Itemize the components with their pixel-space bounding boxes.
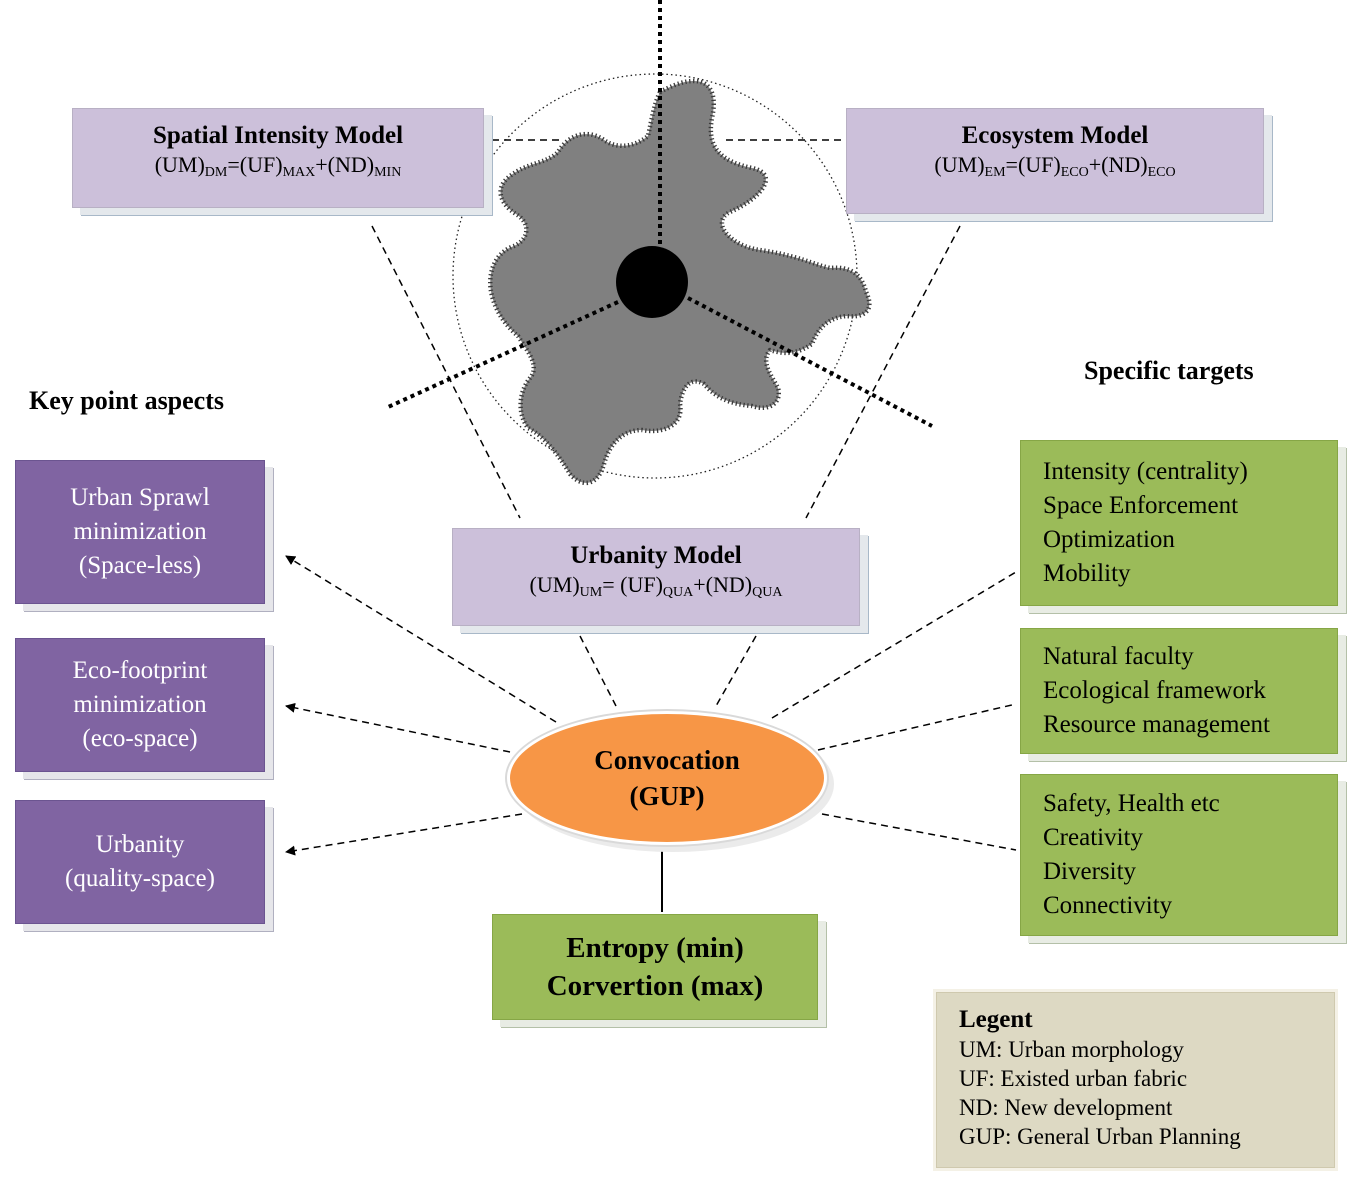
entropy-line: Entropy (min) <box>566 932 744 964</box>
legend-box: Legent UM: Urban morphology UF: Existed … <box>936 992 1335 1168</box>
target-line: Safety, Health etc <box>1043 790 1220 817</box>
legend-title: Legent <box>959 1006 1033 1033</box>
convocation-label: Convocation <box>594 745 740 775</box>
ecosystem-model-title: Ecosystem Model <box>961 122 1149 149</box>
link-spatial-urbanity <box>371 225 521 519</box>
target-line: Optimization <box>1043 526 1175 553</box>
aspect-urban-sprawl-box: Urban Sprawl minimization (Space-less) <box>15 460 265 604</box>
aspect-line: Eco-footprint <box>72 657 208 684</box>
key-points-heading: Key point aspects <box>29 386 224 415</box>
aspect-eco-footprint-box: Eco-footprint minimization (eco-space) <box>15 638 265 772</box>
target-line: Mobility <box>1043 560 1131 587</box>
target-intensity-box: Intensity (centrality) Space Enforcement… <box>1020 440 1338 606</box>
legend-item: ND: New development <box>959 1095 1173 1120</box>
urbanity-model-title: Urbanity Model <box>570 542 742 569</box>
link-urbanity-convocation-left <box>579 635 617 707</box>
spatial-intensity-formula: (UM)DM=(UF)MAX+(ND)MIN <box>154 152 402 180</box>
target-line: Ecological framework <box>1043 677 1266 704</box>
target-line: Intensity (centrality) <box>1043 458 1248 485</box>
spatial-intensity-model-box: Spatial Intensity Model (UM)DM=(UF)MAX+(… <box>72 108 484 208</box>
aspect-line: Urbanity <box>95 831 185 858</box>
target-quality-box: Safety, Health etc Creativity Diversity … <box>1020 774 1338 936</box>
spatial-intensity-model-title: Spatial Intensity Model <box>152 122 404 149</box>
city-core <box>616 246 688 318</box>
entropy-box: Entropy (min) Corvertion (max) <box>492 914 818 1020</box>
ecosystem-model-box: Ecosystem Model (UM)EM=(UF)ECO+(ND)ECO <box>846 108 1264 214</box>
aspect-urbanity-box: Urbanity (quality-space) <box>15 800 265 924</box>
legend-item: GUP: General Urban Planning <box>959 1124 1241 1149</box>
axis-west <box>385 300 619 410</box>
corvertion-line: Corvertion (max) <box>546 970 764 1002</box>
target-line: Connectivity <box>1043 892 1173 919</box>
arrow-to-urban-sprawl <box>285 555 557 723</box>
axis-east <box>687 296 933 428</box>
urbanity-model-box: Urbanity Model (UM)UM= (UF)QUA+(ND)QUA <box>452 528 860 626</box>
aspect-line: (Space-less) <box>78 552 202 579</box>
arrow-to-urbanity-aspect <box>285 813 523 856</box>
specific-targets-heading: Specific targets <box>1084 356 1254 385</box>
aspect-line: (eco-space) <box>82 725 198 752</box>
link-urbanity-convocation-right <box>715 635 757 707</box>
ecosystem-formula: (UM)EM=(UF)ECO+(ND)ECO <box>934 152 1176 180</box>
urbanity-formula: (UM)UM= (UF)QUA+(ND)QUA <box>529 572 783 600</box>
target-ecology-box: Natural faculty Ecological framework Res… <box>1020 628 1338 754</box>
target-line: Diversity <box>1043 858 1137 885</box>
arrow-to-eco-footprint <box>285 702 511 753</box>
link-to-target-2 <box>817 703 1017 751</box>
legend-item: UF: Existed urban fabric <box>959 1066 1188 1091</box>
legend-item: UM: Urban morphology <box>959 1037 1184 1062</box>
target-line: Creativity <box>1043 824 1143 851</box>
target-line: Natural faculty <box>1043 643 1194 670</box>
convocation-node: Convocation (GUP) <box>510 714 824 842</box>
link-to-target-3 <box>821 813 1017 851</box>
convocation-sublabel: (GUP) <box>629 781 705 811</box>
target-line: Space Enforcement <box>1043 492 1239 519</box>
aspect-line: (quality-space) <box>65 865 215 892</box>
target-line: Resource management <box>1043 711 1270 738</box>
aspect-line: Urban Sprawl <box>70 484 210 511</box>
aspect-line: minimization <box>73 691 207 718</box>
aspect-line: minimization <box>73 518 207 545</box>
